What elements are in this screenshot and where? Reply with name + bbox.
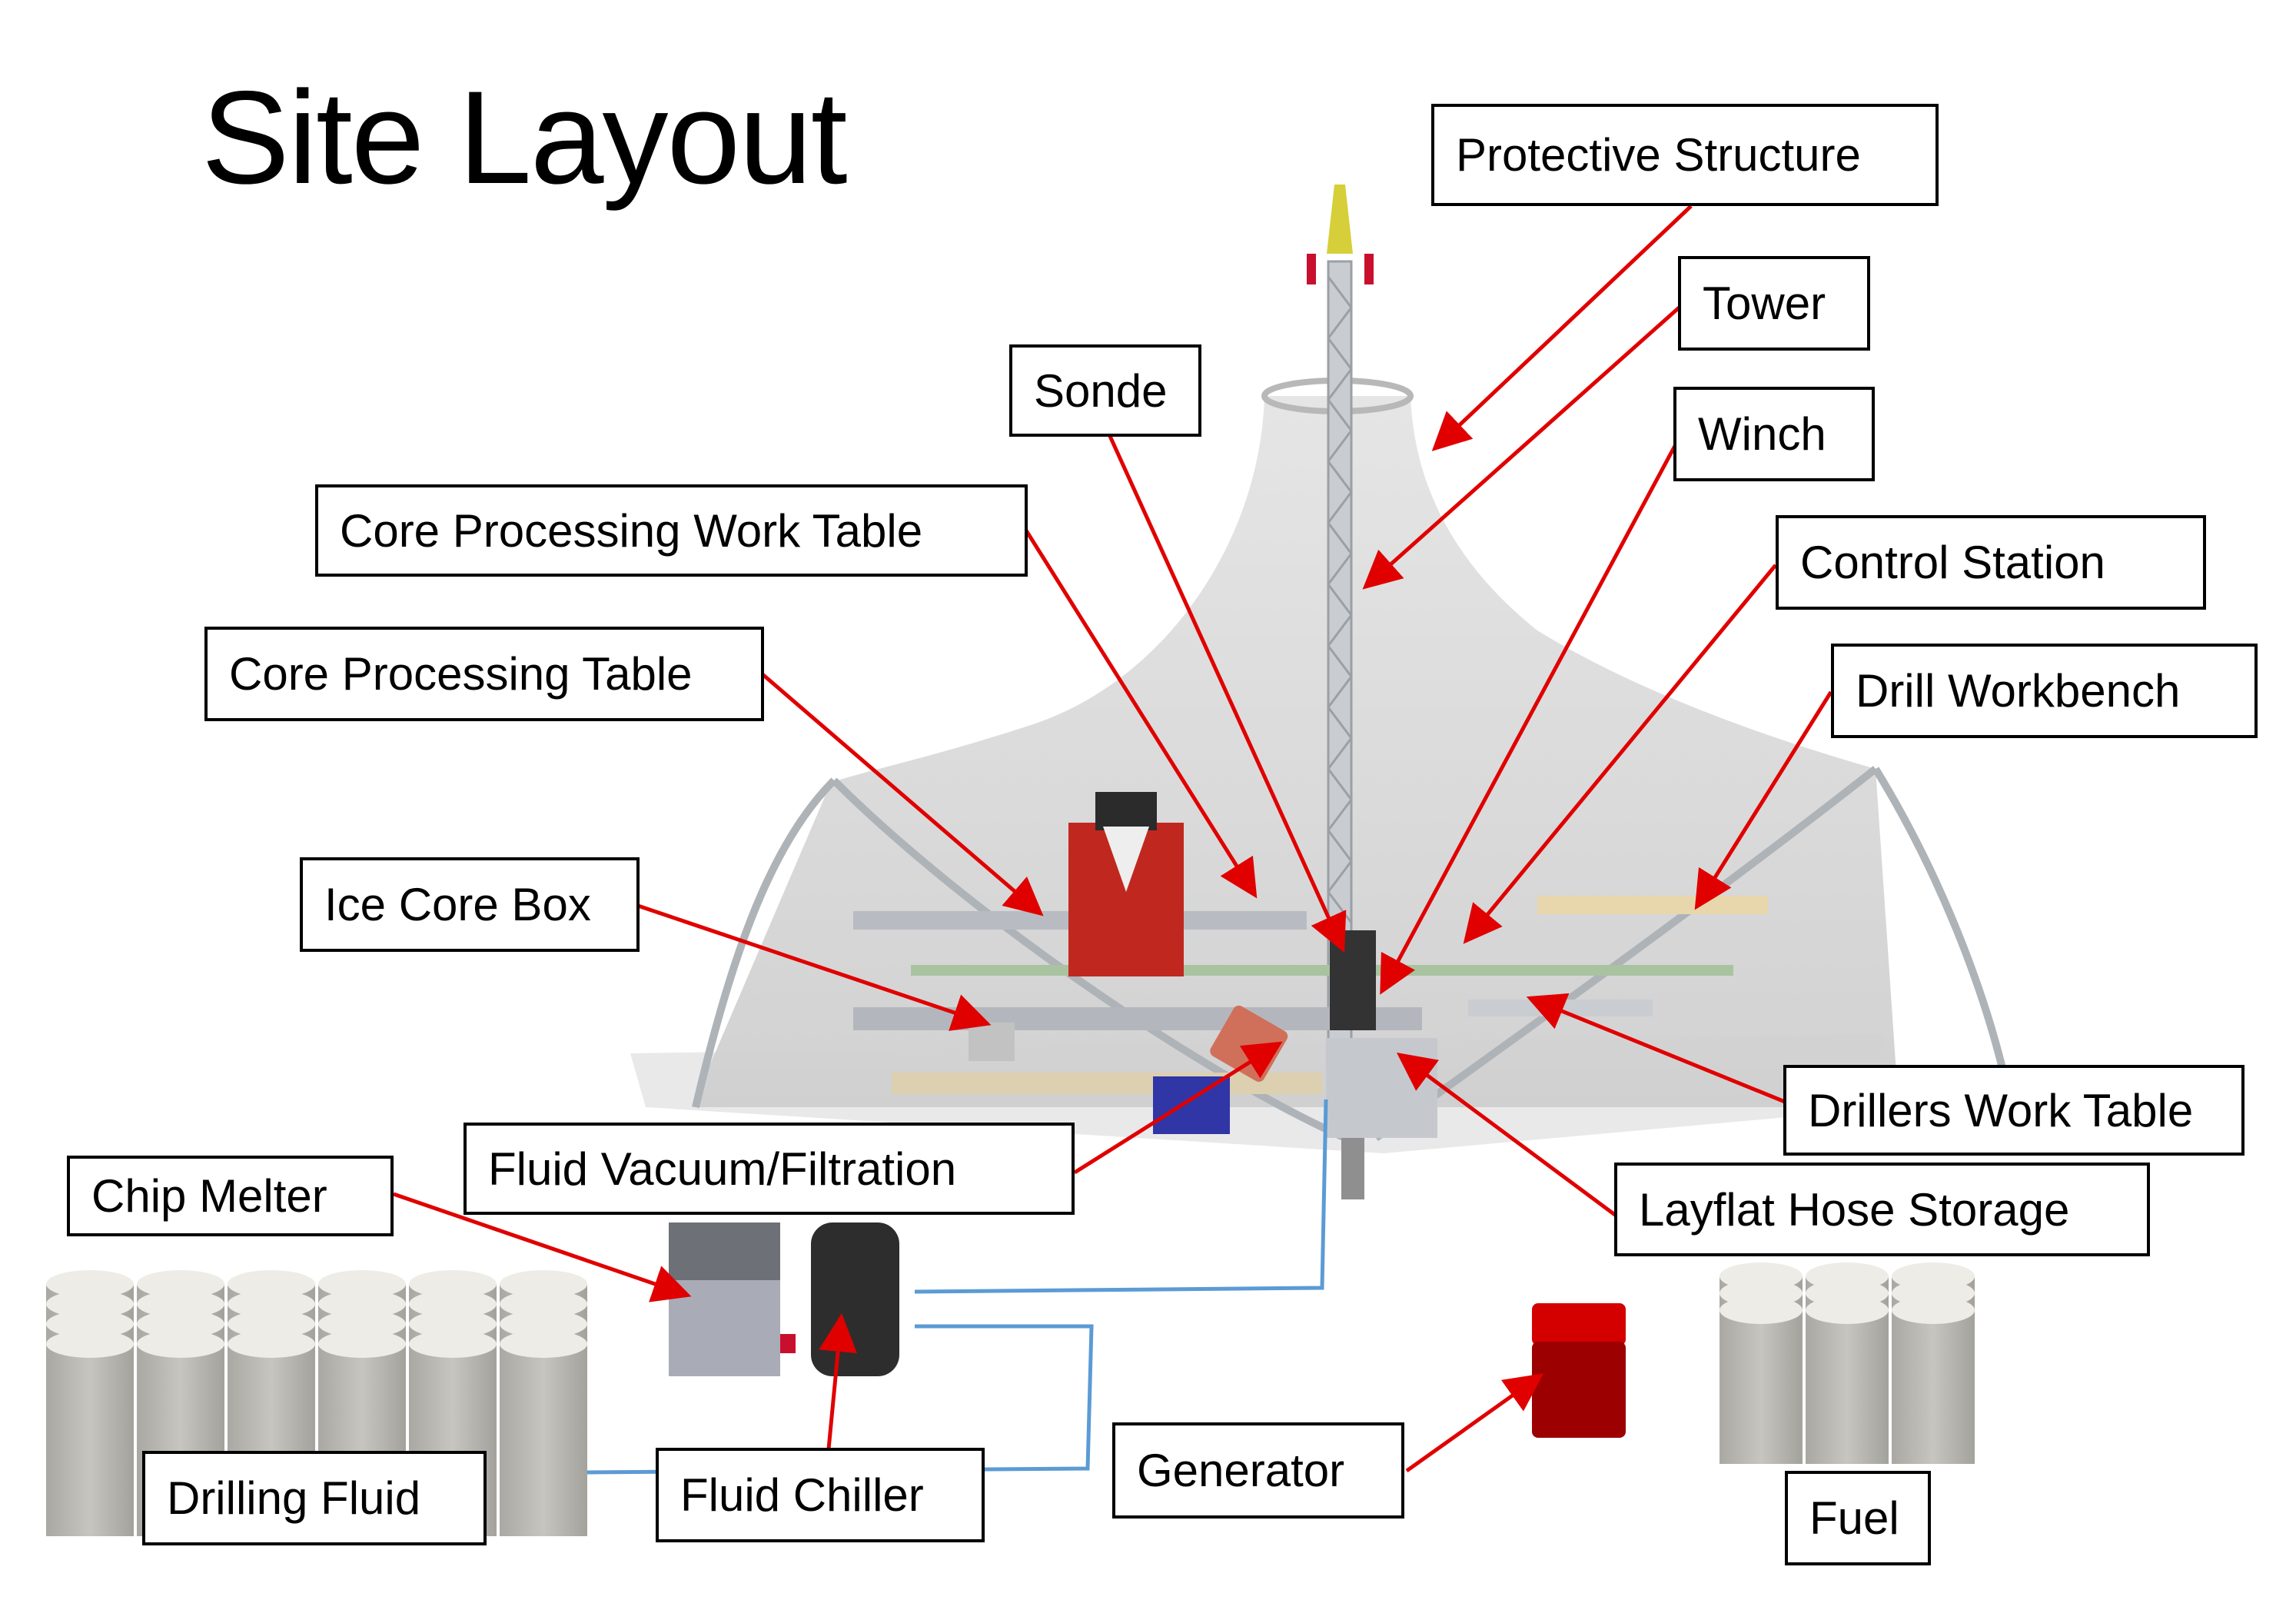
arrow-tower <box>1362 302 1685 590</box>
label-winch: Winch <box>1673 387 1875 481</box>
arrow-sonde <box>1107 433 1347 953</box>
barrel-top <box>500 1330 587 1358</box>
barrel-top <box>409 1270 497 1298</box>
barrel <box>1892 1310 1975 1464</box>
arrow-generator <box>1405 1373 1544 1473</box>
barrel <box>500 1344 587 1536</box>
label-drilling-fluid: Drilling Fluid <box>142 1451 487 1545</box>
arrow-winch <box>1380 433 1683 995</box>
label-drill-workbench: Drill Workbench <box>1831 644 2258 738</box>
barrel-top <box>137 1290 224 1318</box>
fluid-chiller-unit <box>811 1222 899 1376</box>
arrow-drillers-work-table <box>1526 993 1786 1104</box>
barrel-top <box>228 1330 315 1358</box>
barrel-top <box>1720 1296 1803 1324</box>
label-layflat-hose-storage: Layflat Hose Storage <box>1614 1163 2150 1256</box>
fuel-barrels <box>1720 1262 1975 1464</box>
barrel-top <box>137 1310 224 1338</box>
barrel-top <box>228 1310 315 1338</box>
label-fluid-chiller: Fluid Chiller <box>656 1448 985 1542</box>
barrel <box>1806 1310 1889 1464</box>
label-generator: Generator <box>1112 1422 1404 1519</box>
label-fluid-vacuum-filtration: Fluid Vacuum/Filtration <box>464 1123 1075 1215</box>
label-protective-structure: Protective Structure <box>1431 104 1939 206</box>
barrel-top <box>409 1290 497 1318</box>
barrel-top <box>46 1270 134 1298</box>
barrel-top <box>500 1270 587 1298</box>
barrel-top <box>318 1270 406 1298</box>
barrel <box>1720 1310 1803 1464</box>
arrow-control-station <box>1463 564 1777 944</box>
barrel-top <box>409 1310 497 1338</box>
barrel-top <box>46 1330 134 1358</box>
label-tower: Tower <box>1678 256 1870 351</box>
arrow-drill-workbench <box>1694 690 1833 910</box>
barrel-top <box>46 1310 134 1338</box>
label-core-processing-work-table: Core Processing Work Table <box>315 484 1028 577</box>
arrow-protective-structure <box>1431 205 1693 451</box>
generator-unit <box>1532 1303 1626 1438</box>
arrow-ice-core-box <box>637 903 992 1031</box>
barrel-top <box>318 1330 406 1358</box>
arrow-chip-melter <box>393 1192 692 1302</box>
barrel-top <box>137 1270 224 1298</box>
barrel-top <box>500 1290 587 1318</box>
label-drillers-work-table: Drillers Work Table <box>1783 1065 2244 1156</box>
barrel <box>46 1344 134 1536</box>
arrow-fluid-vacuum-filtration <box>1073 1041 1283 1175</box>
barrel-top <box>1892 1296 1975 1324</box>
barrel-top <box>500 1310 587 1338</box>
barrel-top <box>228 1270 315 1298</box>
barrel-top <box>1806 1296 1889 1324</box>
barrel-top <box>46 1290 134 1318</box>
page-title: Site Layout <box>201 64 848 211</box>
barrel-top <box>318 1310 406 1338</box>
barrel-top <box>228 1290 315 1318</box>
barrel-top <box>409 1330 497 1358</box>
arrow-layflat-hose-storage <box>1396 1053 1620 1219</box>
barrel-top <box>318 1290 406 1318</box>
barrel-top <box>137 1330 224 1358</box>
label-control-station: Control Station <box>1776 515 2206 610</box>
label-chip-melter: Chip Melter <box>67 1156 394 1236</box>
label-ice-core-box: Ice Core Box <box>300 857 640 952</box>
equipment-cluster <box>853 792 1768 1199</box>
arrow-core-processing-work-table <box>1024 529 1258 899</box>
chip-melter-unit <box>669 1222 796 1376</box>
arrow-core-processing-table <box>761 673 1044 916</box>
label-core-processing-table: Core Processing Table <box>204 627 764 721</box>
label-fuel: Fuel <box>1785 1471 1931 1565</box>
label-sonde: Sonde <box>1009 344 1201 437</box>
